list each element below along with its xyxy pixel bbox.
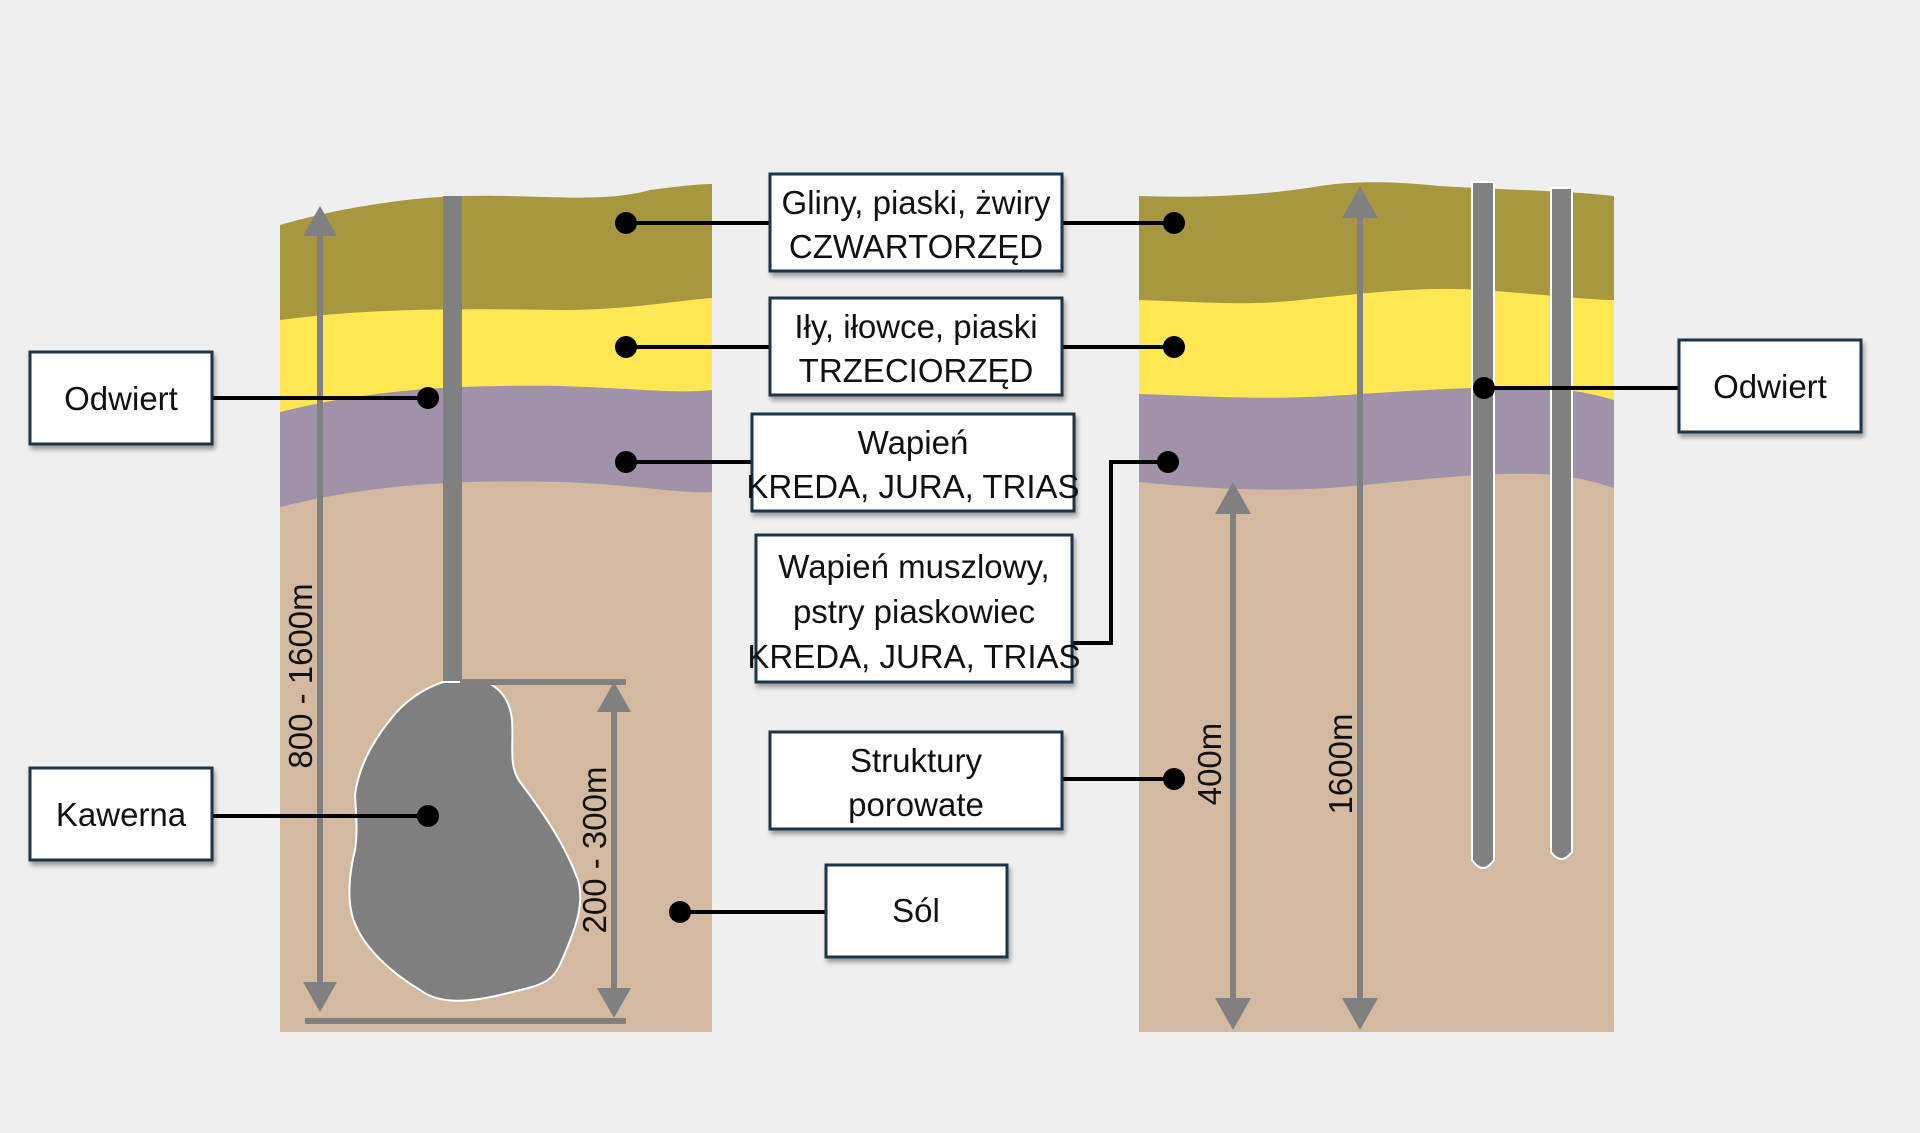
label-quaternary-line1: Gliny, piaski, żwiry [782,184,1051,221]
label-tertiary [768,296,1064,397]
left-limestone-layer [280,383,712,507]
right-borehole-pipe-1 [1471,181,1495,869]
left-quaternary-layer [280,184,712,320]
label-limestone-line2: KREDA, JURA, TRIAS [746,468,1079,505]
cavern-depth-label: 800 - 1600m [282,583,319,768]
label-borehole-left-text: Odwiert [64,380,178,417]
label-salt-text: Sól [892,892,940,929]
label-shell-limestone-line2: pstry piaskowiec [793,593,1035,630]
label-borehole-right-text: Odwiert [1713,368,1827,405]
label-shell-limestone-line1: Wapień muszlowy, [778,548,1049,585]
label-shell-limestone-line3: KREDA, JURA, TRIAS [747,638,1080,675]
label-tertiary-line1: Iły, iłowce, piaski [794,308,1037,345]
label-quaternary-line2: CZWARTORZĘD [789,228,1043,265]
right-quaternary-layer [1139,182,1614,304]
cavern-height-arrow [305,679,631,1024]
label-borehole-right [1677,338,1863,434]
left-borehole-pipe [443,196,462,682]
label-limestone-line1: Wapień [858,424,969,461]
right-salt-layer [1139,471,1614,1032]
cavern-height-label: 200 - 300m [576,767,613,934]
right-tertiary-layer [1139,286,1614,400]
label-salt [824,863,1009,959]
right-limestone-layer [1139,385,1614,490]
label-borehole-left [28,350,214,446]
right-borehole-pipe-2 [1550,187,1573,860]
label-porous [768,730,1064,831]
right-geology-column [1139,182,1614,1032]
porous-depth-label: 400m [1191,723,1228,806]
label-tertiary-line2: TRZECIORZĘD [799,352,1034,389]
left-tertiary-layer [280,296,712,412]
label-porous-line2: porowate [848,786,984,823]
label-shell-limestone [754,533,1074,684]
cavern-depth-arrow [303,206,337,1012]
label-cavern-text: Kawerna [56,796,187,833]
label-quaternary [768,172,1064,273]
borehole-depth-label: 1600m [1322,714,1359,815]
label-cavern [28,766,214,862]
cavern-shape [348,681,582,1002]
label-porous-line1: Struktury [850,742,983,779]
borehole-depth-arrow [1342,186,1378,1030]
porous-depth-arrow [1215,482,1251,1030]
connector-dots [417,212,1495,923]
label-limestone [750,412,1076,513]
